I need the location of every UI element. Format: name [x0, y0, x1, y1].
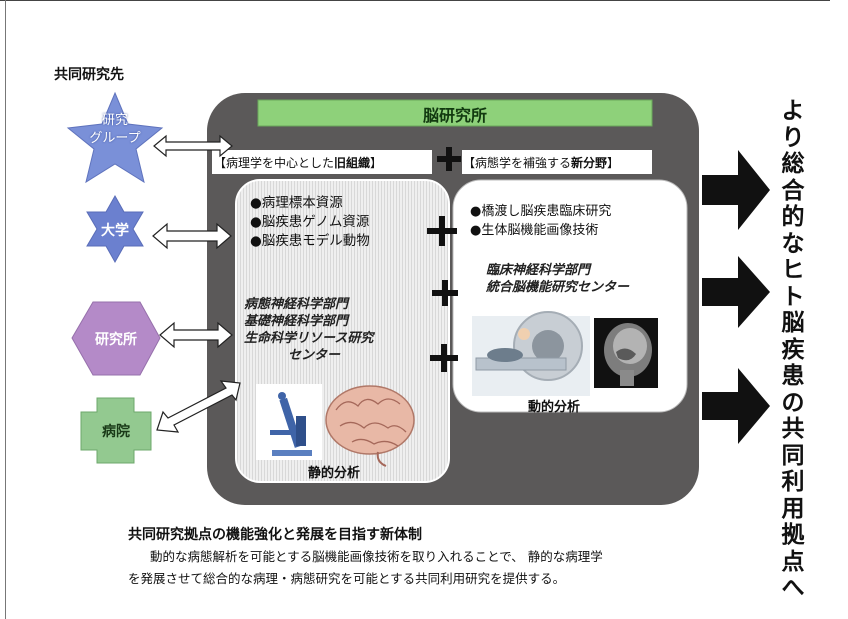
mri-scanner-image [472, 311, 590, 396]
hospital-cross-shape [80, 397, 152, 464]
new-departments: 臨床神経科学部門 統合脳機能研究センター [486, 262, 686, 296]
plus-sign-lower [430, 344, 458, 372]
arrow-institute [159, 321, 233, 349]
new-field-suffix: 】 [607, 156, 620, 170]
old-department-item: 病態神経科学部門 [244, 297, 349, 312]
new-resource-item: ●生体脳機能画像技術 [470, 223, 599, 238]
old-org-label-bg [212, 150, 432, 174]
old-org-emph: 旧組織 [334, 156, 371, 170]
static-analysis-label: 静的分析 [308, 466, 361, 481]
old-org-suffix: 】 [370, 156, 383, 170]
microscope-image [256, 384, 322, 460]
partner-label-hospital: 病院 [102, 424, 130, 440]
new-field-label-bg [462, 150, 652, 174]
new-field-prefix: 【病態学を補強する [463, 156, 572, 170]
new-department-item: 臨床神経科学部門 [486, 263, 591, 278]
brain-mri-scan-image [594, 318, 658, 388]
partner-label-university: 大学 [101, 223, 129, 239]
arrow-hospital [156, 380, 241, 433]
old-department-item: センター [288, 348, 341, 363]
top-border [0, 0, 830, 1]
new-department-item: 統合脳機能研究センター [486, 280, 630, 295]
partner-label-institute: 研究所 [95, 332, 137, 348]
brain-image [325, 385, 415, 467]
left-border [5, 0, 6, 619]
dynamic-analysis-label: 動的分析 [528, 400, 581, 415]
outcome-vertical-text: より総合的なヒト脳疾患の共同利用拠点へ [781, 98, 805, 601]
outcome-arrow-middle [702, 256, 770, 328]
caption-title: 共同研究拠点の機能強化と発展を目指す新体制 [128, 527, 422, 543]
old-departments: 病態神経科学部門 基礎神経科学部門 生命科学リソース研究 センター [244, 296, 434, 364]
new-resources-list: ●橋渡し脳疾患臨床研究 ●生体脳機能画像技術 [470, 202, 611, 240]
partner-label-research-group: 研究 グループ [89, 113, 141, 146]
arrow-research-group [153, 134, 233, 158]
plus-sign-top [437, 147, 461, 171]
old-resource-item: ●脳疾患モデル動物 [250, 233, 370, 249]
old-resources-list: ●病理標本資源 ●脳疾患ゲノム資源 ●脳疾患モデル動物 [250, 194, 370, 251]
old-department-item: 基礎神経科学部門 [244, 314, 349, 329]
old-resource-item: ●病理標本資源 [250, 195, 343, 211]
old-department-item: 生命科学リソース研究 [244, 331, 374, 346]
new-field-label: 【病態学を補強する新分野】 [463, 154, 619, 171]
plus-sign-upper [427, 216, 457, 246]
institute-hexagon-shape [71, 301, 161, 376]
plus-sign-middle [432, 280, 458, 306]
partners-heading: 共同研究先 [54, 67, 124, 83]
institute-title-bar [257, 99, 653, 127]
caption-line-1: 動的な病態解析を可能とする脳機能画像技術を取り入れることで、 静的な病理学 [150, 549, 603, 564]
outcome-arrow-top [702, 150, 770, 230]
old-organization-label: 【病理学を中心とした旧組織】 [214, 154, 382, 171]
old-org-prefix: 【病理学を中心とした [214, 156, 335, 170]
arrow-university [152, 222, 232, 250]
old-resource-item: ●脳疾患ゲノム資源 [250, 214, 370, 230]
new-field-emph: 新分野 [571, 156, 608, 170]
caption-line-2: を発展させて総合的な病理・病態研究を可能とする共同利用研究を提供する。 [128, 571, 566, 586]
outcome-arrow-bottom [702, 368, 770, 444]
institute-title: 脳研究所 [422, 106, 487, 125]
research-group-star-shape [66, 91, 164, 184]
new-resource-item: ●橋渡し脳疾患臨床研究 [470, 204, 612, 219]
university-star6-shape [86, 194, 144, 264]
